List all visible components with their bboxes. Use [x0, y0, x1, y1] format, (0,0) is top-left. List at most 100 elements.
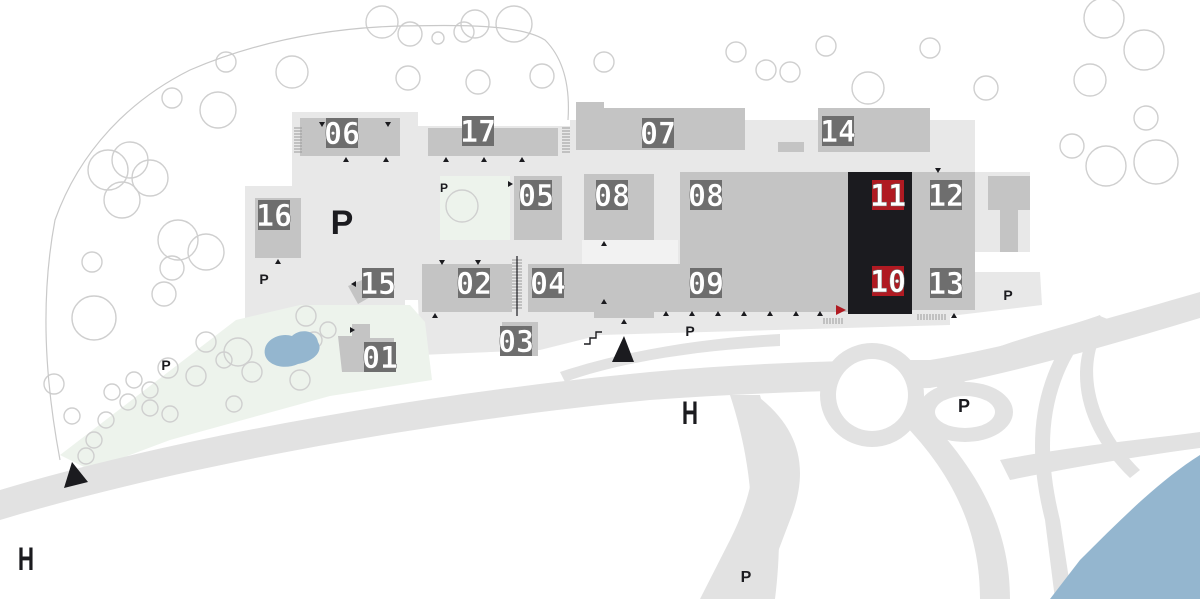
entrance-markers — [275, 122, 957, 333]
main-entrance-arrow-icon-west — [64, 462, 88, 488]
building-label-01[interactable]: 01 — [362, 341, 399, 377]
entrance-triangle-icon — [508, 181, 513, 187]
building-number: 17 — [460, 115, 496, 150]
parking-icon[interactable]: P — [685, 323, 694, 339]
building-label-17[interactable]: 17 — [460, 115, 497, 151]
building-label-box — [326, 118, 358, 148]
tree-icon — [81, 251, 103, 273]
building-label-box — [362, 268, 394, 298]
tree-icon — [157, 219, 199, 261]
tree-icon — [199, 91, 237, 129]
building-label-13[interactable]: 13 — [928, 267, 965, 303]
entrance-triangle-icon — [475, 260, 481, 265]
building-label-15[interactable]: 15 — [360, 267, 397, 303]
tree-icon — [215, 51, 237, 73]
parking-icon[interactable]: P — [161, 357, 170, 373]
road-network — [0, 292, 1200, 599]
building-number: 08 — [688, 179, 724, 214]
tree-icon — [1133, 139, 1179, 185]
entrance-triangle-icon — [519, 157, 525, 162]
building-14-annex — [778, 142, 804, 152]
parking-drive — [560, 334, 780, 382]
building-number: 05 — [518, 179, 554, 214]
building-label-box — [872, 266, 904, 296]
building-label-08b[interactable]: 08 — [688, 179, 725, 215]
building-label-box — [930, 268, 962, 298]
east-spur-road — [1080, 316, 1140, 478]
building-number: 01 — [362, 341, 398, 376]
bus-stop-icon[interactable]: H — [18, 541, 34, 577]
building-labels: 06 17 07 14 16 05 08 08 11 12 15 02 04 09 10 13 03 01 — [256, 115, 965, 377]
entrance-triangle-icon — [601, 241, 607, 246]
tree-icon — [97, 411, 115, 429]
entrance-triangle-icon — [689, 311, 695, 316]
tree-icon — [1133, 105, 1159, 131]
tree-icon — [397, 21, 423, 47]
tree-icon — [275, 55, 309, 89]
tree-icon — [141, 381, 159, 399]
parking-icon[interactable]: P — [331, 204, 354, 242]
building-label-box — [930, 180, 962, 210]
entrance-triangle-icon — [481, 157, 487, 162]
bus-stop-icon[interactable]: H — [682, 395, 698, 431]
building-east-annex — [988, 176, 1030, 252]
building-label-04[interactable]: 04 — [530, 267, 567, 303]
building-label-12[interactable]: 12 — [928, 179, 965, 215]
building-label-09[interactable]: 09 — [688, 267, 725, 303]
entrance-triangle-icon — [741, 311, 747, 316]
roundabout-island — [836, 359, 908, 431]
parking-icon[interactable]: P — [741, 569, 752, 586]
building-label-10[interactable]: 10 — [870, 265, 907, 301]
tree-icon — [1123, 29, 1165, 71]
tree-icon — [185, 365, 207, 387]
building-label-box — [690, 180, 722, 210]
building-number: 03 — [498, 325, 534, 360]
tree-icon — [87, 149, 129, 191]
building-label-02[interactable]: 02 — [456, 267, 493, 303]
building-number: 07 — [640, 117, 676, 152]
entrance-triangle-icon — [951, 313, 957, 318]
parking-icon[interactable]: P — [440, 181, 448, 195]
entrance-triangle-icon — [319, 122, 325, 127]
parking-icon[interactable]: P — [259, 271, 268, 287]
building-number: 12 — [928, 179, 964, 214]
building-number: 16 — [256, 199, 292, 234]
entrance-triangle-icon — [432, 313, 438, 318]
stairs-icon — [294, 127, 946, 345]
building-number: 13 — [928, 267, 964, 302]
building-label-box — [822, 116, 854, 146]
building-label-16[interactable]: 16 — [256, 199, 293, 235]
building-label-11[interactable]: 11 — [870, 179, 907, 215]
tree-icon — [779, 61, 801, 83]
tree-icon — [495, 5, 533, 43]
building-label-06[interactable]: 06 — [324, 117, 361, 153]
entrance-triangle-icon — [817, 311, 823, 316]
tree-icon — [85, 431, 103, 449]
entrance-accent-icon — [836, 305, 846, 315]
building-number: 04 — [530, 267, 566, 302]
entrance-triangle-icon — [350, 327, 355, 333]
tree-group — [43, 0, 1179, 465]
entrance-triangle-icon — [351, 281, 356, 287]
building-label-05[interactable]: 05 — [518, 179, 555, 215]
entrance-triangle-icon — [767, 311, 773, 316]
diagonal-road-east — [930, 315, 1105, 395]
entrance-triangle-icon — [383, 157, 389, 162]
river-water — [1050, 455, 1200, 599]
building-label-box — [872, 180, 904, 210]
building-label-03[interactable]: 03 — [498, 325, 535, 361]
building-label-08a[interactable]: 08 — [594, 179, 631, 215]
building-label-07[interactable]: 07 — [640, 117, 677, 153]
building-label-box — [520, 180, 552, 210]
courtyard-green — [440, 176, 510, 240]
tree-icon — [431, 31, 445, 45]
building-label-box — [364, 342, 396, 372]
tree-icon — [1059, 133, 1085, 159]
building-number: 10 — [870, 265, 906, 300]
tree-icon — [593, 51, 615, 73]
building-label-box — [596, 180, 628, 210]
parking-icon[interactable]: P — [1003, 287, 1012, 303]
parking-icon[interactable]: P — [958, 396, 970, 416]
building-label-14[interactable]: 14 — [820, 115, 857, 151]
